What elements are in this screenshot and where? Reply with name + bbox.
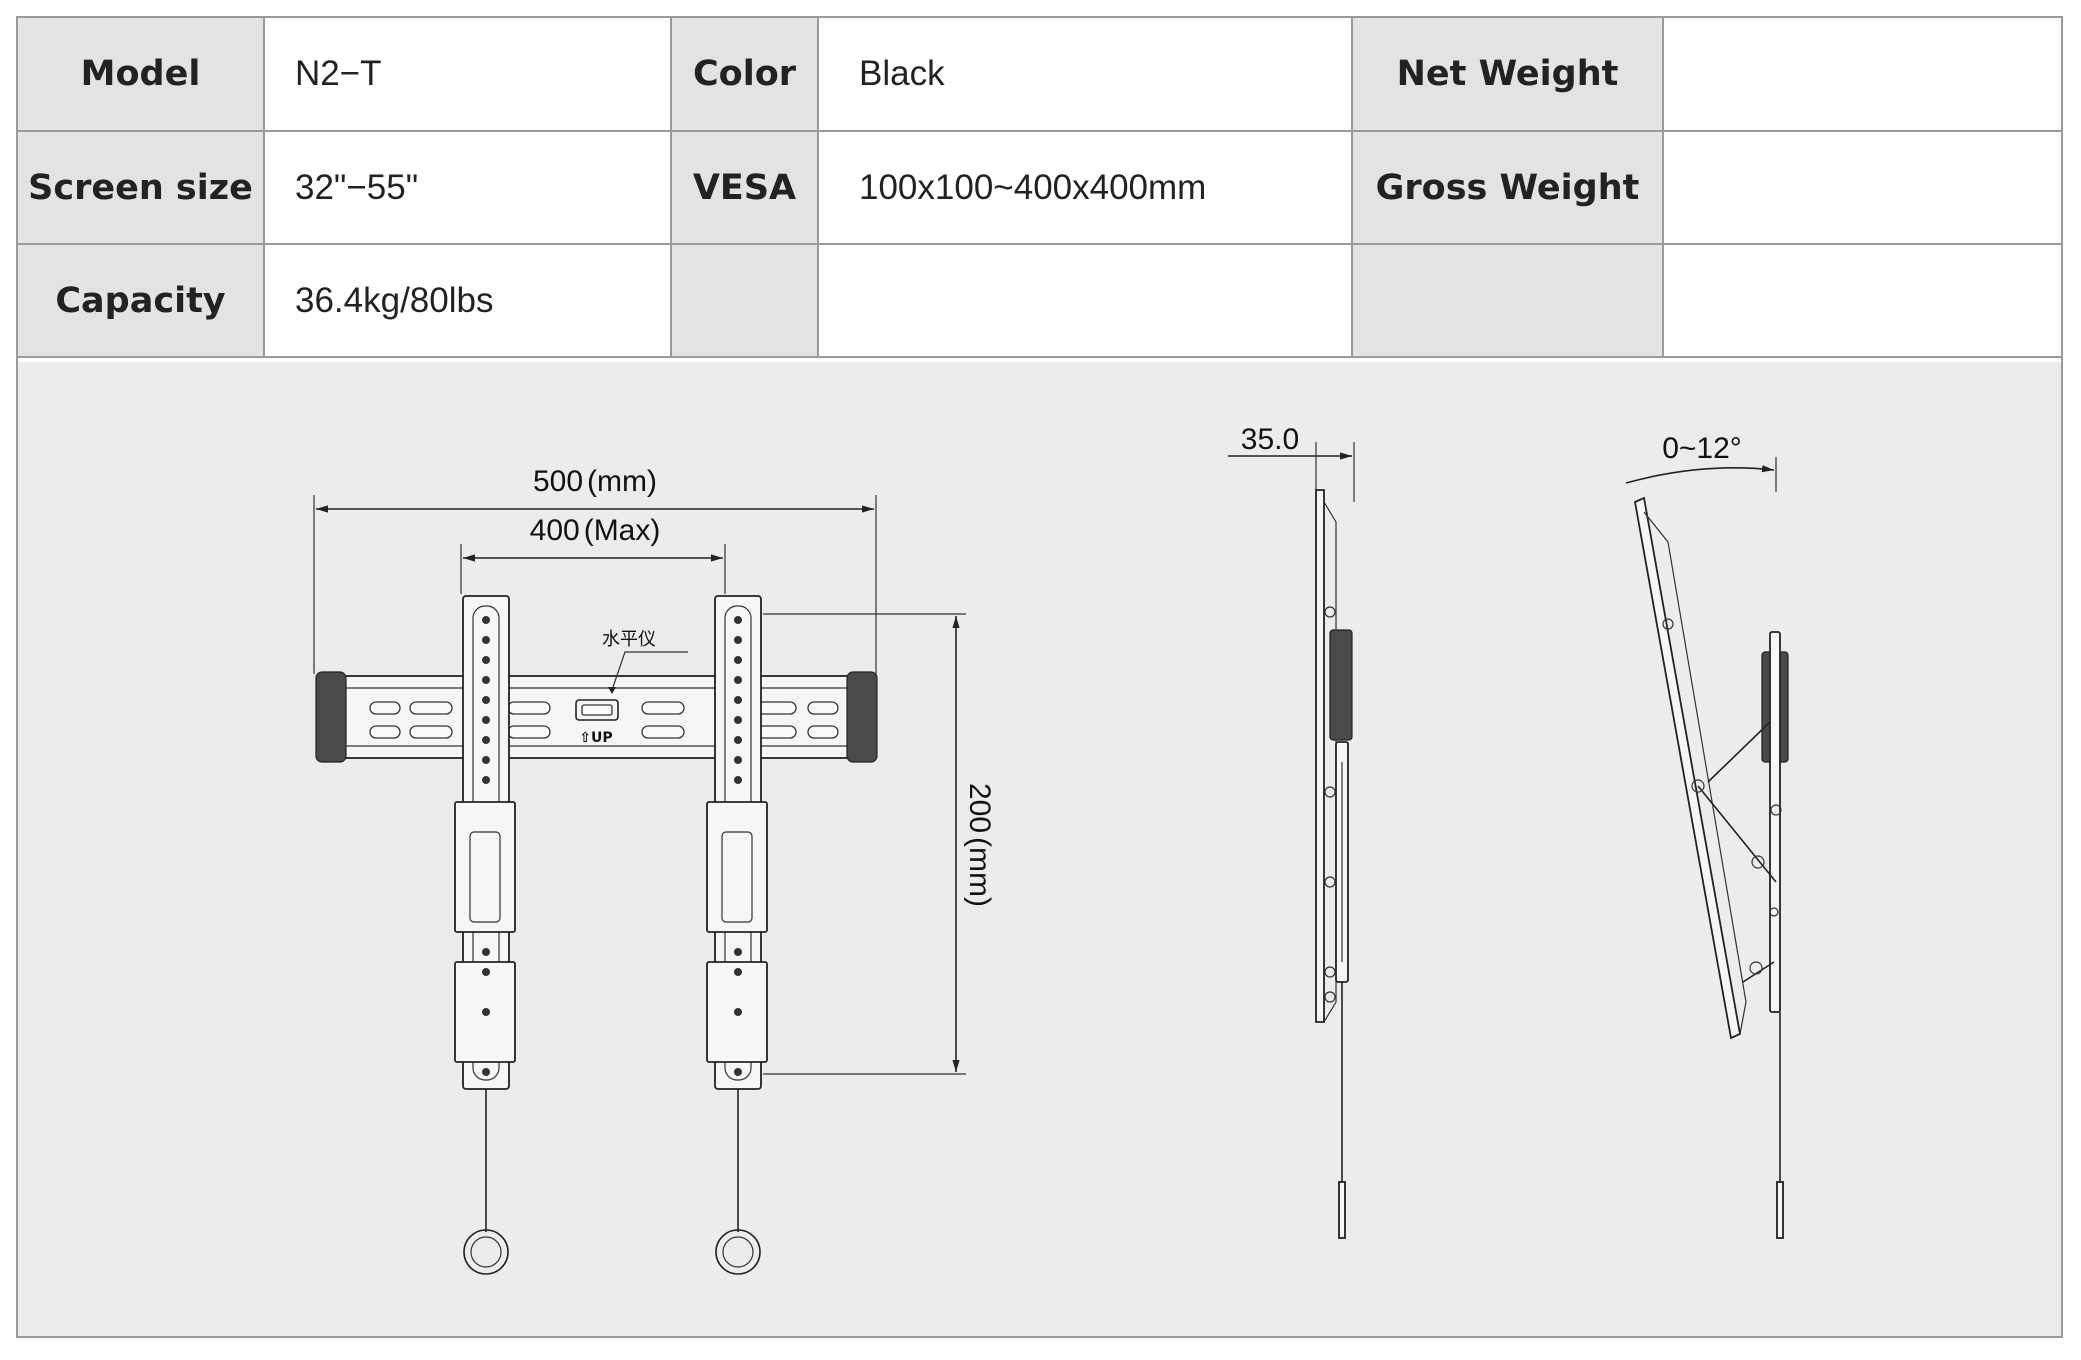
net-weight-value: [1662, 18, 2061, 132]
model-label: Model: [18, 18, 265, 132]
screen-size-value: 32"−55": [263, 130, 672, 245]
screen-size-label: Screen size: [18, 130, 265, 245]
wall-plate: [339, 675, 853, 759]
color-label: Color: [670, 18, 819, 132]
end-cap: [846, 671, 878, 763]
tilt-angle-arc: [1625, 465, 1775, 484]
level-leader-line: [611, 651, 688, 691]
vesa-label: VESA: [670, 130, 819, 245]
gross-weight-value: [1662, 130, 2061, 245]
end-cap: [315, 671, 347, 763]
tilt-view: 0~12°: [1625, 432, 1789, 1239]
left-bracket-arm: [454, 595, 516, 1275]
up-label: ⇧UP: [579, 730, 612, 746]
right-bracket-arm: [706, 595, 768, 1275]
empty-value: [1662, 243, 2061, 358]
tilt-angle-text: 0~12°: [1662, 432, 1742, 465]
empty-label: [1351, 243, 1664, 358]
empty-value: [817, 243, 1353, 358]
color-value: Black: [817, 18, 1353, 132]
level-label: 水平仪: [602, 629, 656, 650]
side-spacer: [1329, 629, 1353, 741]
spec-row: Screen size 32"−55" VESA 100x100~400x400…: [18, 130, 2061, 245]
empty-label: [670, 243, 819, 358]
vesa-value: 100x100~400x400mm: [817, 130, 1353, 245]
technical-drawing-area: 500(mm) 400(Max): [18, 362, 2061, 1336]
technical-drawing: 500(mm) 400(Max): [313, 423, 1789, 1275]
spec-row: Model N2−T Color Black Net Weight: [18, 18, 2061, 132]
level-bubble: [575, 699, 619, 721]
width-dimension-text: 500(mm): [533, 465, 657, 498]
capacity-value: 36.4kg/80lbs: [263, 243, 672, 358]
net-weight-label: Net Weight: [1351, 18, 1664, 132]
spec-sheet: Model N2−T Color Black Net Weight Screen…: [16, 16, 2063, 1338]
model-value: N2−T: [263, 18, 672, 132]
height-dimension-text: 200(mm): [963, 783, 996, 907]
side-view: 35.0: [1228, 423, 1355, 1239]
depth-dimension-text: 35.0: [1241, 423, 1299, 456]
spec-table: Model N2−T Color Black Net Weight Screen…: [18, 18, 2061, 358]
gross-weight-label: Gross Weight: [1351, 130, 1664, 245]
spec-row: Capacity 36.4kg/80lbs: [18, 243, 2061, 358]
front-view: 500(mm) 400(Max): [313, 465, 996, 1275]
vesa-dimension-text: 400(Max): [530, 514, 661, 547]
capacity-label: Capacity: [18, 243, 265, 358]
tilted-plate: [1633, 496, 1742, 1040]
plate-slots: [369, 701, 839, 739]
